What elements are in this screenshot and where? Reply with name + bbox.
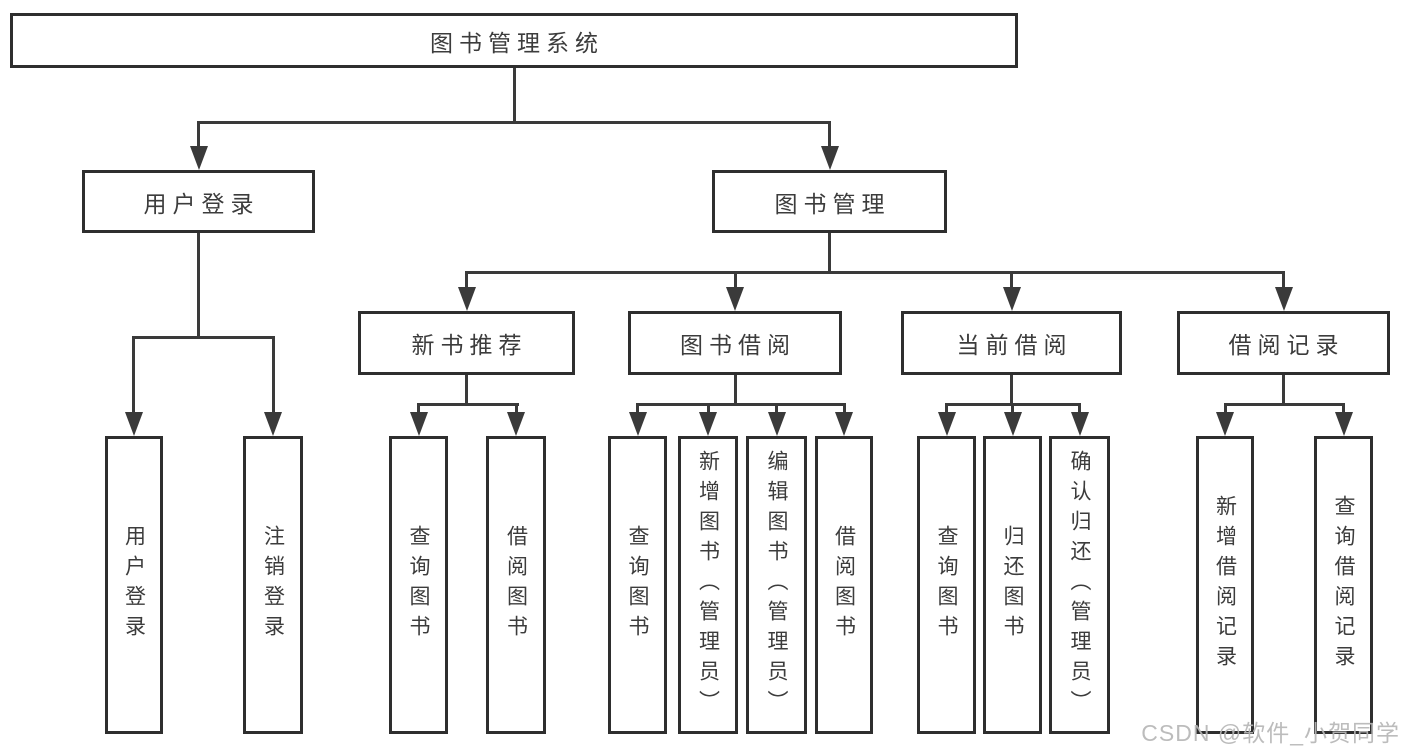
leaf-confirm-return-admin-label: 确认归还（管理员） — [1068, 450, 1092, 720]
connector-line — [465, 271, 468, 291]
watermark: CSDN @软件_小贺同学 — [1141, 720, 1400, 746]
leaf-query-books-recommend-label: 查询图书 — [407, 525, 431, 645]
connector-line — [1010, 375, 1013, 406]
node-book-borrow-label: 图书借阅 — [680, 332, 796, 358]
arrow-down-icon — [938, 412, 956, 436]
connector-line — [1078, 403, 1081, 416]
leaf-borrow-books-recommend: 借阅图书 — [486, 436, 546, 734]
arrow-down-icon — [1003, 287, 1021, 311]
leaf-user-login-label: 用户登录 — [122, 525, 146, 645]
leaf-logout: 注销登录 — [243, 436, 303, 734]
connector-line — [1342, 403, 1345, 416]
connector-line — [1282, 375, 1285, 406]
arrow-down-icon — [410, 412, 428, 436]
connector-line — [636, 403, 639, 416]
leaf-query-books-borrow: 查询图书 — [608, 436, 667, 734]
connector-line — [465, 375, 468, 406]
node-book-management-label: 图书管理 — [774, 190, 891, 217]
leaf-query-books-current: 查询图书 — [917, 436, 976, 734]
leaf-query-books-recommend: 查询图书 — [389, 436, 448, 734]
arrow-down-icon — [1071, 412, 1089, 436]
arrow-down-icon — [264, 412, 282, 436]
leaf-user-login: 用户登录 — [105, 436, 163, 734]
leaf-borrow-books-label: 借阅图书 — [832, 525, 856, 645]
arrow-down-icon — [699, 412, 717, 436]
connector-line — [734, 375, 737, 406]
leaf-borrow-books-recommend-label: 借阅图书 — [504, 525, 528, 645]
arrow-down-icon — [507, 412, 525, 436]
leaf-query-books-current-label: 查询图书 — [935, 525, 959, 645]
connector-line — [465, 271, 1285, 274]
arrow-down-icon — [768, 412, 786, 436]
node-borrow-records: 借阅记录 — [1177, 311, 1390, 375]
leaf-add-borrow-record: 新增借阅记录 — [1196, 436, 1254, 734]
node-new-book-recommend: 新书推荐 — [358, 311, 575, 375]
connector-line — [132, 336, 275, 339]
connector-line — [272, 336, 275, 416]
connector-line — [515, 403, 518, 416]
arrow-down-icon — [1335, 412, 1353, 436]
arrow-down-icon — [821, 146, 839, 170]
node-borrow-records-label: 借阅记录 — [1228, 332, 1345, 358]
connector-line — [828, 121, 831, 150]
leaf-edit-book-admin-label: 编辑图书（管理员） — [765, 450, 789, 720]
arrow-down-icon — [1275, 287, 1293, 311]
leaf-logout-label: 注销登录 — [261, 525, 285, 645]
node-book-management: 图书管理 — [712, 170, 947, 233]
node-book-borrow: 图书借阅 — [628, 311, 842, 375]
leaf-edit-book-admin: 编辑图书（管理员） — [746, 436, 807, 734]
connector-line — [197, 121, 200, 150]
connector-line — [1282, 271, 1285, 291]
connector-line — [197, 233, 200, 339]
node-current-borrow-label: 当前借阅 — [956, 332, 1073, 358]
connector-line — [417, 403, 420, 416]
node-current-borrow: 当前借阅 — [901, 311, 1122, 375]
arrow-down-icon — [629, 412, 647, 436]
arrow-down-icon — [726, 287, 744, 311]
leaf-return-book: 归还图书 — [983, 436, 1042, 734]
arrow-down-icon — [190, 146, 208, 170]
connector-line — [775, 403, 778, 416]
leaf-query-borrow-record-label: 查询借阅记录 — [1332, 495, 1356, 675]
leaf-query-borrow-record: 查询借阅记录 — [1314, 436, 1373, 734]
connector-line — [1011, 403, 1014, 416]
node-user-login-label: 用户登录 — [143, 190, 260, 217]
leaf-query-books-borrow-label: 查询图书 — [626, 525, 650, 645]
connector-line — [945, 403, 948, 416]
leaf-add-book-admin-label: 新增图书（管理员） — [696, 450, 720, 720]
leaf-borrow-books: 借阅图书 — [815, 436, 873, 734]
arrow-down-icon — [835, 412, 853, 436]
leaf-add-borrow-record-label: 新增借阅记录 — [1213, 495, 1237, 675]
connector-line — [734, 271, 737, 291]
node-user-login: 用户登录 — [82, 170, 315, 233]
leaf-return-book-label: 归还图书 — [1001, 525, 1025, 645]
connector-line — [843, 403, 846, 416]
node-new-book-recommend-label: 新书推荐 — [411, 332, 528, 358]
node-root-label: 图书管理系统 — [430, 29, 604, 56]
connector-line — [417, 403, 519, 406]
node-root: 图书管理系统 — [10, 13, 1018, 68]
connector-line — [1010, 271, 1013, 291]
connector-line — [707, 403, 710, 416]
connector-line — [828, 233, 831, 274]
leaf-add-book-admin: 新增图书（管理员） — [678, 436, 738, 734]
connector-line — [1224, 403, 1227, 416]
leaf-confirm-return-admin: 确认归还（管理员） — [1049, 436, 1110, 734]
connector-line — [636, 403, 846, 406]
arrow-down-icon — [1216, 412, 1234, 436]
connector-line — [132, 336, 135, 416]
connector-line — [513, 68, 516, 124]
connector-line — [197, 121, 831, 124]
arrow-down-icon — [125, 412, 143, 436]
arrow-down-icon — [1004, 412, 1022, 436]
connector-line — [1224, 403, 1345, 406]
arrow-down-icon — [458, 287, 476, 311]
